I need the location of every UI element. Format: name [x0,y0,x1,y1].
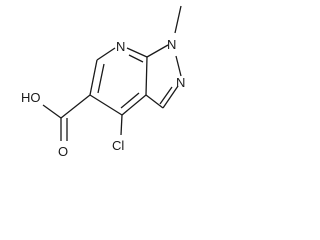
chemical-structure: HO O N N N Cl [21,5,185,159]
atom-label-n2-nitrogen: N [176,75,185,90]
bond-n2-c3 [162,85,179,109]
bond-c4-c5 [89,94,123,116]
bond-c6-c5-inner [97,63,105,94]
bond-carboxyl-oh [42,104,62,119]
bond-n7-c7a [126,47,148,58]
bond-c5-carboxyl [60,94,91,119]
bond-n7-c7a-inner [128,54,144,63]
atom-label-hydroxyl: HO [21,90,41,105]
bond-c7a-n1 [146,44,169,58]
atom-label-chlorine: Cl [112,138,124,153]
bond-c3a-c4 [121,94,147,116]
atom-label-pyridine-nitrogen: N [116,39,125,54]
structure-canvas: HO O N N N Cl [0,0,226,162]
bond-n2-c3-inner [159,86,173,105]
bond-c6-c5 [89,59,98,96]
bond-n1-methyl [174,5,182,34]
bond-c6-n7 [96,47,116,61]
bond-c4-cl [120,114,123,136]
atom-label-carbonyl-oxygen: O [58,144,68,159]
bond-n1-n2 [175,55,182,77]
atom-labels: HO O N N N Cl [21,37,185,159]
atom-label-n1-nitrogen: N [167,37,176,52]
bond-c7a-c3a [145,56,148,96]
bond-lines [42,5,182,141]
bond-c3-c3a [145,94,164,109]
bond-c3a-c4-inner [120,92,140,109]
